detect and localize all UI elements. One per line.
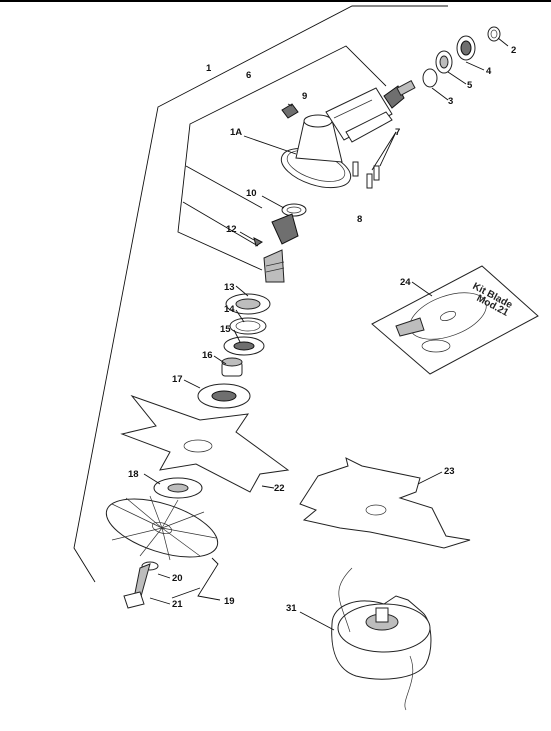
top-border-rule (0, 0, 551, 2)
callout-20: 20 (172, 573, 183, 584)
callout-16: 16 (202, 350, 213, 361)
callout-10: 10 (246, 188, 257, 199)
callout-4: 4 (486, 66, 492, 77)
guard-disc-19 (105, 495, 219, 561)
screws-7-8-9 (281, 103, 380, 189)
callout-31: 31 (286, 603, 297, 614)
gearbox-head-1a (280, 87, 393, 189)
callout-5: 5 (467, 80, 473, 91)
washer-and-bolt-20-21 (123, 561, 159, 609)
kit-blade-pack-24: Kit Blade Mod.21 (371, 265, 539, 375)
group-bracket-lines (73, 5, 448, 583)
callout-21: 21 (172, 599, 183, 610)
callout-1: 1 (206, 63, 212, 74)
callout-9: 9 (302, 91, 307, 102)
callout-7: 7 (395, 127, 400, 138)
callout-2: 2 (511, 45, 516, 56)
callout-17: 17 (172, 374, 183, 385)
callout-numbers: 1 2 3 4 5 6 7 8 9 1A 10 12 13 14 15 16 1… (128, 45, 516, 614)
callout-24: 24 (400, 277, 411, 288)
callout-13: 13 (224, 282, 235, 293)
callout-3: 3 (448, 96, 453, 107)
callout-15: 15 (220, 324, 231, 335)
output-shaft-stack (253, 203, 307, 283)
callout-22: 22 (274, 483, 285, 494)
callout-23: 23 (444, 466, 455, 477)
input-gear-assembly (383, 26, 501, 109)
four-tooth-blade-22 (120, 394, 290, 493)
callout-6: 6 (246, 70, 251, 81)
callout-12: 12 (226, 224, 237, 235)
callout-18: 18 (128, 469, 139, 480)
callout-19: 19 (224, 596, 235, 607)
trimmer-head-31 (331, 567, 432, 711)
bearing-stack (197, 293, 271, 409)
cup-washer-18 (153, 477, 203, 499)
callout-1a: 1A (230, 127, 242, 138)
callout-14: 14 (224, 304, 235, 315)
leader-lines (143, 37, 509, 631)
three-tooth-blade-23 (299, 457, 471, 549)
callout-8: 8 (357, 214, 362, 225)
